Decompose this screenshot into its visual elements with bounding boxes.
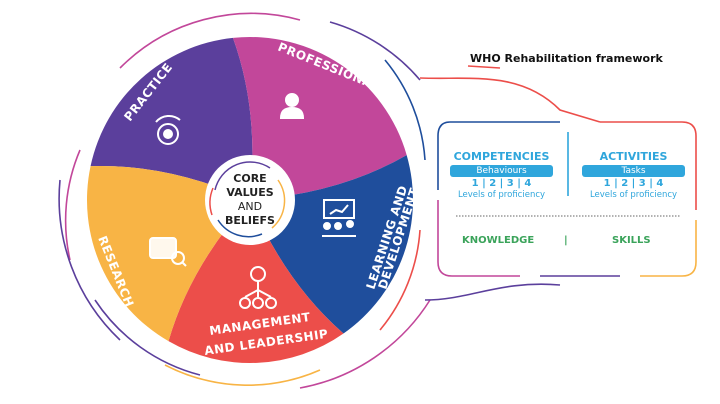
gear-person-icon <box>155 115 181 145</box>
competencies-column: COMPETENCIES Behaviours 1 | 2 | 3 | 4 Le… <box>444 150 559 200</box>
activities-column: ACTIVITIES Tasks 1 | 2 | 3 | 4 Levels of… <box>576 150 691 200</box>
activities-title: ACTIVITIES <box>599 150 668 163</box>
presentation-icon <box>322 199 356 237</box>
core-line-3: AND <box>238 200 262 213</box>
behaviours-bar: Behaviours <box>450 165 553 177</box>
activities-caption: Levels of proficiency <box>589 190 678 200</box>
core-circle <box>205 155 295 245</box>
knowledge-label: KNOWLEDGE <box>462 235 535 246</box>
segment-practice <box>232 36 407 200</box>
research-magnifier-icon <box>149 237 187 267</box>
competencies-levels: 1 | 2 | 3 | 4 <box>471 178 532 189</box>
person-icon <box>279 93 305 119</box>
tasks-bar: Tasks <box>582 165 685 177</box>
framework-title: WHO Rehabilitation framework <box>470 52 663 65</box>
competencies-title: COMPETENCIES <box>453 150 550 163</box>
activities-levels: 1 | 2 | 3 | 4 <box>603 178 664 189</box>
skills-label: SKILLS <box>612 235 651 246</box>
decorative-arcs <box>58 12 697 389</box>
core-line-1: CORE <box>233 172 266 185</box>
framework-box: COMPETENCIES Behaviours 1 | 2 | 3 | 4 Le… <box>440 122 696 274</box>
segment-research <box>90 37 253 200</box>
org-chart-icon <box>239 266 277 309</box>
competencies-caption: Levels of proficiency <box>457 190 546 200</box>
core-line-4: BELIEFS <box>225 214 275 227</box>
knowledge-skills-separator: | <box>564 235 568 246</box>
core-line-2: VALUES <box>226 186 273 199</box>
